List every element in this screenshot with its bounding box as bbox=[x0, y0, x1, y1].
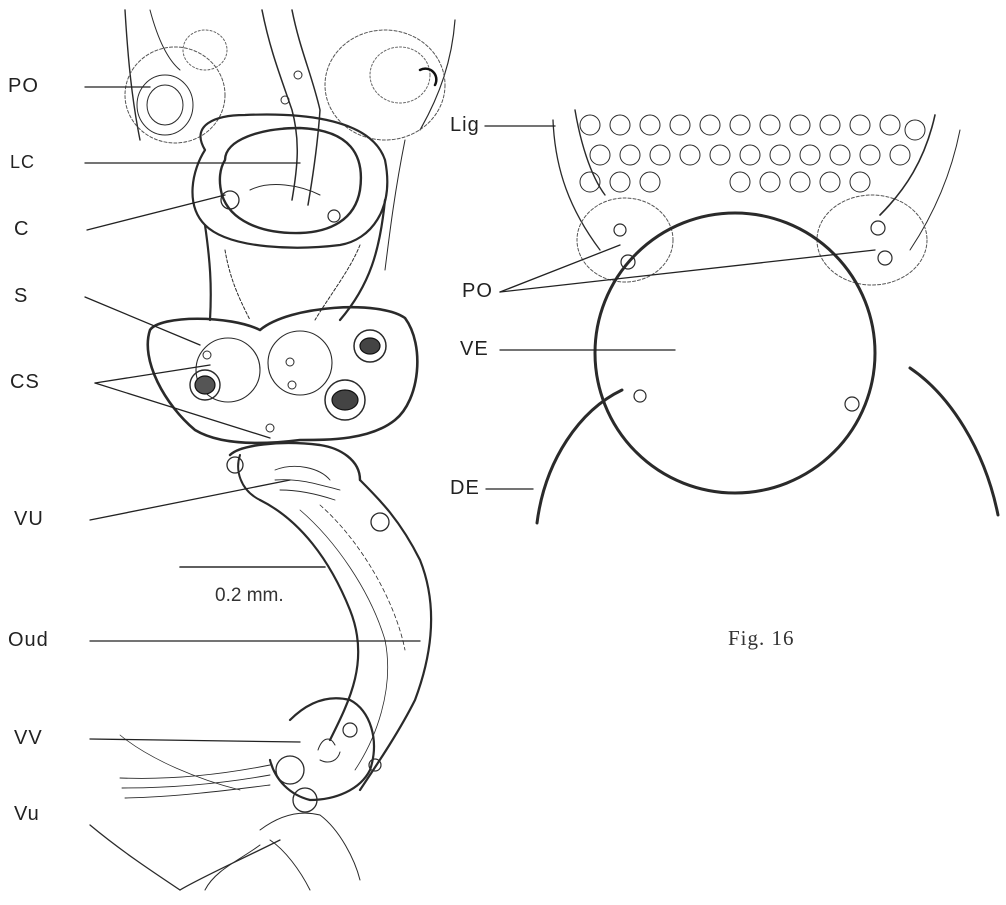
label-po-right: PO bbox=[462, 281, 493, 301]
label-de: DE bbox=[450, 478, 480, 498]
label-s: S bbox=[14, 286, 28, 306]
left-specimen bbox=[90, 10, 455, 890]
label-vv: VV bbox=[14, 728, 43, 748]
label-lc: LC bbox=[10, 153, 35, 171]
label-c: C bbox=[14, 219, 29, 239]
figure-caption: Fig. 16 bbox=[728, 626, 795, 651]
right-left-ovary bbox=[577, 198, 673, 282]
ligament-cell-grid bbox=[580, 115, 925, 192]
label-po-left: PO bbox=[8, 76, 39, 96]
label-oud: Oud bbox=[8, 630, 49, 650]
label-vu-upper: VU bbox=[14, 509, 44, 529]
scale-bar-label: 0.2 mm. bbox=[215, 585, 284, 607]
label-cs: CS bbox=[10, 372, 40, 392]
label-ve: VE bbox=[460, 339, 489, 359]
label-vu-lower: Vu bbox=[14, 804, 40, 824]
label-lig: Lig bbox=[450, 115, 480, 135]
right-specimen bbox=[537, 110, 998, 523]
right-right-ovary bbox=[817, 195, 927, 285]
